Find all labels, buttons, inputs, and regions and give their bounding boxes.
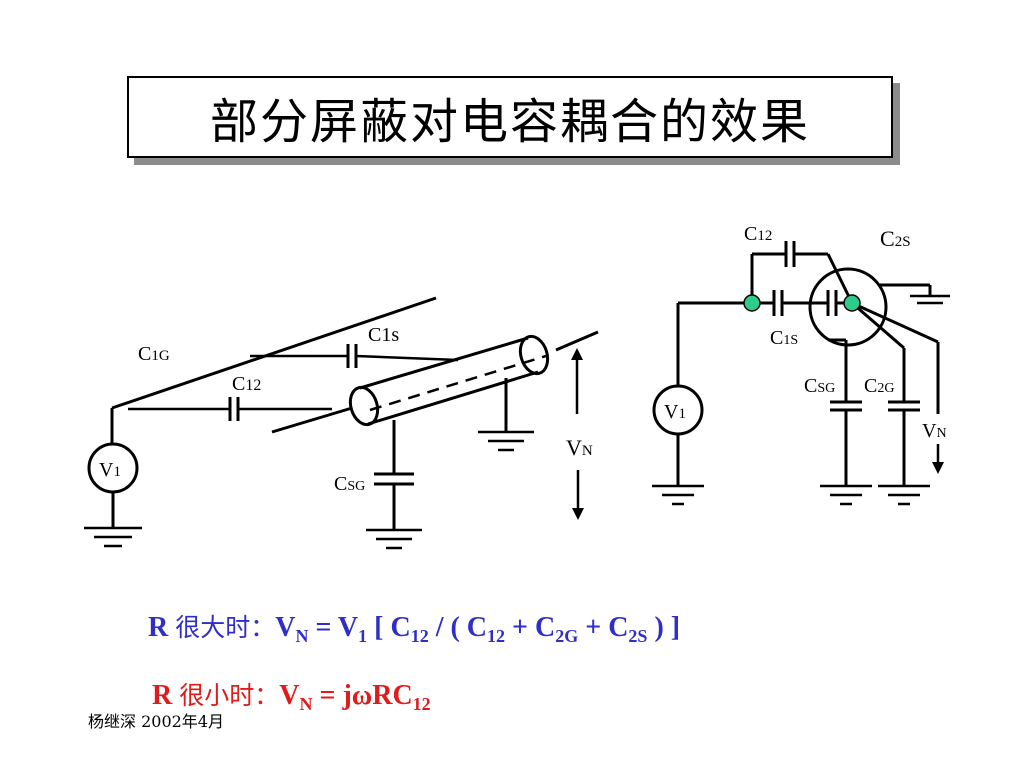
node-dot <box>743 294 761 312</box>
left-circuit-diagram: C1G V1 C1s C12 <box>84 296 599 550</box>
label-vn-right: VN <box>922 420 947 442</box>
label-c2g: C2G <box>864 375 894 397</box>
label-c1g: C1G <box>138 343 170 365</box>
formula-r-small: R 很小时：VN = jωRC12 <box>152 680 431 714</box>
slide-title: 部分屏蔽对电容耦合的效果 <box>209 94 810 150</box>
ground-icon <box>820 484 872 506</box>
vn-arrow-down <box>932 444 944 474</box>
label-vn-left: VN <box>566 435 593 460</box>
c12-wire-diag <box>826 253 854 304</box>
ground-icon <box>84 526 142 548</box>
title-box: 部分屏蔽对电容耦合的效果 <box>127 76 893 158</box>
vn-arrow-up <box>571 348 583 414</box>
conductor-1-line <box>111 296 437 410</box>
ground-icon <box>878 484 930 506</box>
ground-icon <box>366 528 422 550</box>
label-c1s-left: C1s <box>368 324 399 346</box>
label-csg-right: CSG <box>804 375 835 397</box>
label-v1-left: V1 <box>99 459 121 481</box>
right-circuit-diagram: V1 C12 C2S C1S <box>652 223 950 506</box>
label-c1s-right: C1S <box>770 327 798 349</box>
conductor-2-left <box>271 406 353 434</box>
c2g-wire-diag <box>851 301 905 350</box>
label-c12-left: C12 <box>232 373 261 395</box>
vn-wire-diag <box>851 301 939 344</box>
ground-icon <box>652 484 704 506</box>
shield-tube <box>348 334 550 427</box>
vn-arrow-down <box>572 470 584 520</box>
label-csg-left: CSG <box>334 473 365 495</box>
conductor-2-right <box>555 330 599 352</box>
label-v1-right: V1 <box>664 401 686 423</box>
ground-icon <box>478 430 534 452</box>
node-dot <box>843 294 861 312</box>
author-date: 杨继深 2002年4月 <box>88 712 224 731</box>
shield-circle <box>808 267 888 347</box>
formula-r-large: R 很大时：VN = V1 [ C12 / ( C12 + C2G + C2S … <box>148 612 681 646</box>
c1s-wire-right <box>355 354 459 362</box>
label-c2s: C2S <box>880 226 911 251</box>
ground-icon <box>910 294 950 305</box>
label-c12-right: C12 <box>744 223 772 245</box>
